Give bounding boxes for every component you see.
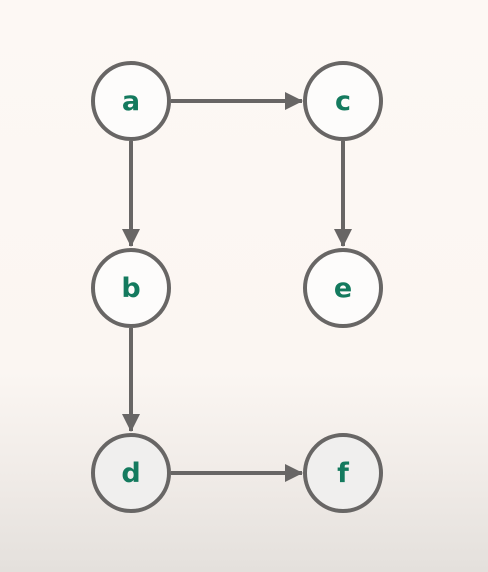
node-d: d: [91, 433, 171, 513]
node-label-b: b: [121, 272, 141, 304]
node-label-c: c: [334, 85, 351, 117]
node-e: e: [303, 248, 383, 328]
node-label-e: e: [333, 272, 353, 304]
node-c: c: [303, 61, 383, 141]
node-label-d: d: [121, 457, 141, 489]
node-f: f: [303, 433, 383, 513]
node-a: a: [91, 61, 171, 141]
node-label-f: f: [337, 457, 349, 489]
node-label-a: a: [121, 85, 141, 117]
node-b: b: [91, 248, 171, 328]
